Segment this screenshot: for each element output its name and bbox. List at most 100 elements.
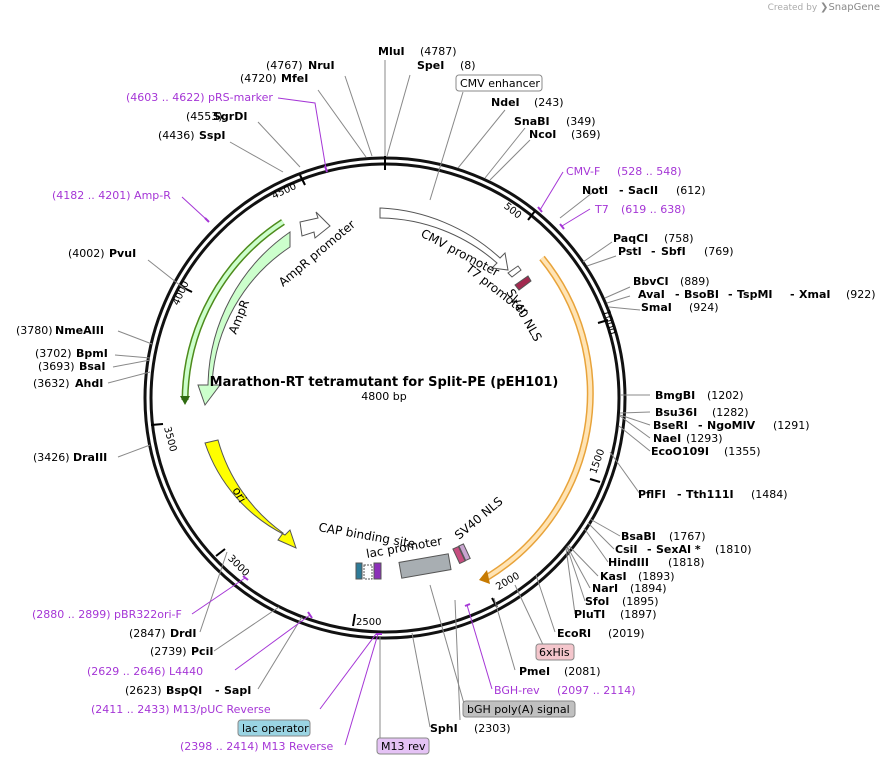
box-6xhis: 6xHis [535,643,575,661]
svg-text:(1895): (1895) [622,595,659,608]
enzyme-mfei: (4720) MfeI [240,72,308,85]
svg-text:BsoBI: BsoBI [684,288,719,301]
box-lac-operator: lac operator [237,719,311,737]
ampr-feature [197,231,291,407]
svg-text:HindIII: HindIII [608,556,649,569]
svg-text:NruI: NruI [308,59,335,72]
enzyme-bsai: (3693)BsaI [38,360,105,373]
svg-text:(4767): (4767) [266,59,303,72]
svg-text:-: - [790,288,795,301]
svg-text:NmeAIII: NmeAIII [55,324,104,337]
svg-text:BseRI: BseRI [653,419,688,432]
svg-text:MfeI: MfeI [281,72,308,85]
sv40-nls-top-feature [514,275,532,291]
svg-text:(4436): (4436) [158,129,195,142]
enzyme-naei: NaeI (1293) [653,432,723,445]
svg-text:CMV-F: CMV-F [566,165,600,178]
tick-2500: 2500 [352,613,381,628]
enzyme-csii: CsiI-SexAI *(1810) [615,543,752,556]
svg-text:(758): (758) [664,232,694,245]
enzyme-paqci: PaqCI (758) [613,232,694,245]
svg-text:(1894): (1894) [630,582,667,595]
box-cmv-enhancer: CMV enhancer [455,74,543,92]
enzyme-pluti: PluTI (1897) [574,608,657,621]
enzyme-nmeaiii: (3780)NmeAIII [16,324,104,337]
svg-text:(349): (349) [566,115,596,128]
svg-text:(528 .. 548): (528 .. 548) [617,165,682,178]
svg-text:MluI: MluI [378,45,405,58]
enzyme-sgrdi: (4553)SgrDI [186,110,247,123]
enzyme-nrui: (4767) NruI [266,59,335,72]
enzyme-draiii: (3426)DraIII [33,451,107,464]
svg-text:EcoO109I: EcoO109I [651,445,709,458]
enzyme-bbvci: BbvCI(889) [633,275,710,288]
svg-text:-: - [698,419,703,432]
svg-text:(619 .. 638): (619 .. 638) [621,203,686,216]
ori-label: ori [229,485,249,506]
svg-text:BsaI: BsaI [79,360,105,373]
enzyme-pcii: (2739)PciI [150,645,213,658]
svg-text:EcoRI: EcoRI [557,627,591,640]
orf-arc [484,255,594,581]
svg-text:PluTI: PluTI [574,608,605,621]
svg-text:-: - [675,288,680,301]
svg-text:(2019): (2019) [608,627,645,640]
svg-text:BpmI: BpmI [76,347,108,360]
svg-text:SfoI: SfoI [585,595,609,608]
cmv-promoter-feature [379,207,509,271]
enzyme-sspi: (4436)SspI [158,129,225,142]
svg-text:(4787): (4787) [420,45,457,58]
svg-text:SapI: SapI [224,684,251,697]
svg-text:PciI: PciI [191,645,213,658]
svg-text:M13 rev: M13 rev [381,740,426,753]
sv40-nls-top-label: SV40 NLS [503,287,544,344]
svg-text:(1897): (1897) [620,608,657,621]
primer-cmv-f: CMV-F (528 .. 548) [566,165,682,178]
svg-text:Bsu36I: Bsu36I [655,406,697,419]
enzyme-mlui: MluI (4787) [378,45,457,58]
enzyme-bseri: BseRI-NgoMIV(1291) [653,419,810,432]
enzyme-ecori: EcoRI (2019) [557,627,645,640]
primer-t7: T7(619 .. 638) [594,203,686,216]
svg-text:AvaI: AvaI [638,288,665,301]
svg-text:(1818): (1818) [668,556,705,569]
enzyme-smai: SmaI(924) [641,301,719,314]
svg-text:(2097 .. 2114): (2097 .. 2114) [557,684,636,697]
enzyme-pvui: (4002)PvuI [68,247,136,260]
svg-text:PaqCI: PaqCI [613,232,648,245]
svg-text:(1282): (1282) [712,406,749,419]
cap-binding-feature [355,562,363,580]
svg-text:(3426): (3426) [33,451,70,464]
svg-text:-: - [728,288,733,301]
svg-text:(369): (369) [571,128,601,141]
svg-text:(3632): (3632) [33,377,70,390]
svg-text:NgoMIV: NgoMIV [707,419,756,432]
svg-text:(4720): (4720) [240,72,277,85]
svg-text:3000: 3000 [225,553,251,579]
svg-text:BspQI: BspQI [166,684,202,697]
svg-text:BsaBI: BsaBI [621,530,656,543]
primer-m13-reverse: (2398 .. 2414) M13 Reverse [180,740,333,753]
box-bgh-polya: bGH poly(A) signal [462,700,576,718]
svg-text:XmaI: XmaI [799,288,830,301]
credit-prefix: Created by [767,3,818,13]
enzyme-ecoo109i: EcoO109I(1355) [651,445,761,458]
svg-text:TspMI: TspMI [737,288,773,301]
enzyme-avai: AvaI-BsoBI-TspMI-XmaI(922) [638,288,876,301]
svg-text:(1293): (1293) [686,432,723,445]
primer-m13-puc-reverse: (2411 .. 2433) M13/pUC Reverse [91,703,271,716]
svg-text:SnaBI: SnaBI [514,115,550,128]
svg-text:DraIII: DraIII [73,451,107,464]
svg-text:(2303): (2303) [474,722,511,735]
enzyme-sfoi: SfoI (1895) [585,595,659,608]
svg-text:(8): (8) [460,59,476,72]
enzyme-pmei: PmeI(2081) [519,665,601,678]
svg-text:2500: 2500 [356,617,381,628]
primer-l4440: (2629 .. 2646) L4440 [87,665,203,678]
primer-bgh-rev: BGH-rev(2097 .. 2114) [494,684,636,697]
svg-text:(769): (769) [704,245,734,258]
enzyme-pflfi: PflFI-Tth111I(1484) [638,488,788,501]
svg-text:NaeI: NaeI [653,432,681,445]
svg-text:PflFI: PflFI [638,488,666,501]
